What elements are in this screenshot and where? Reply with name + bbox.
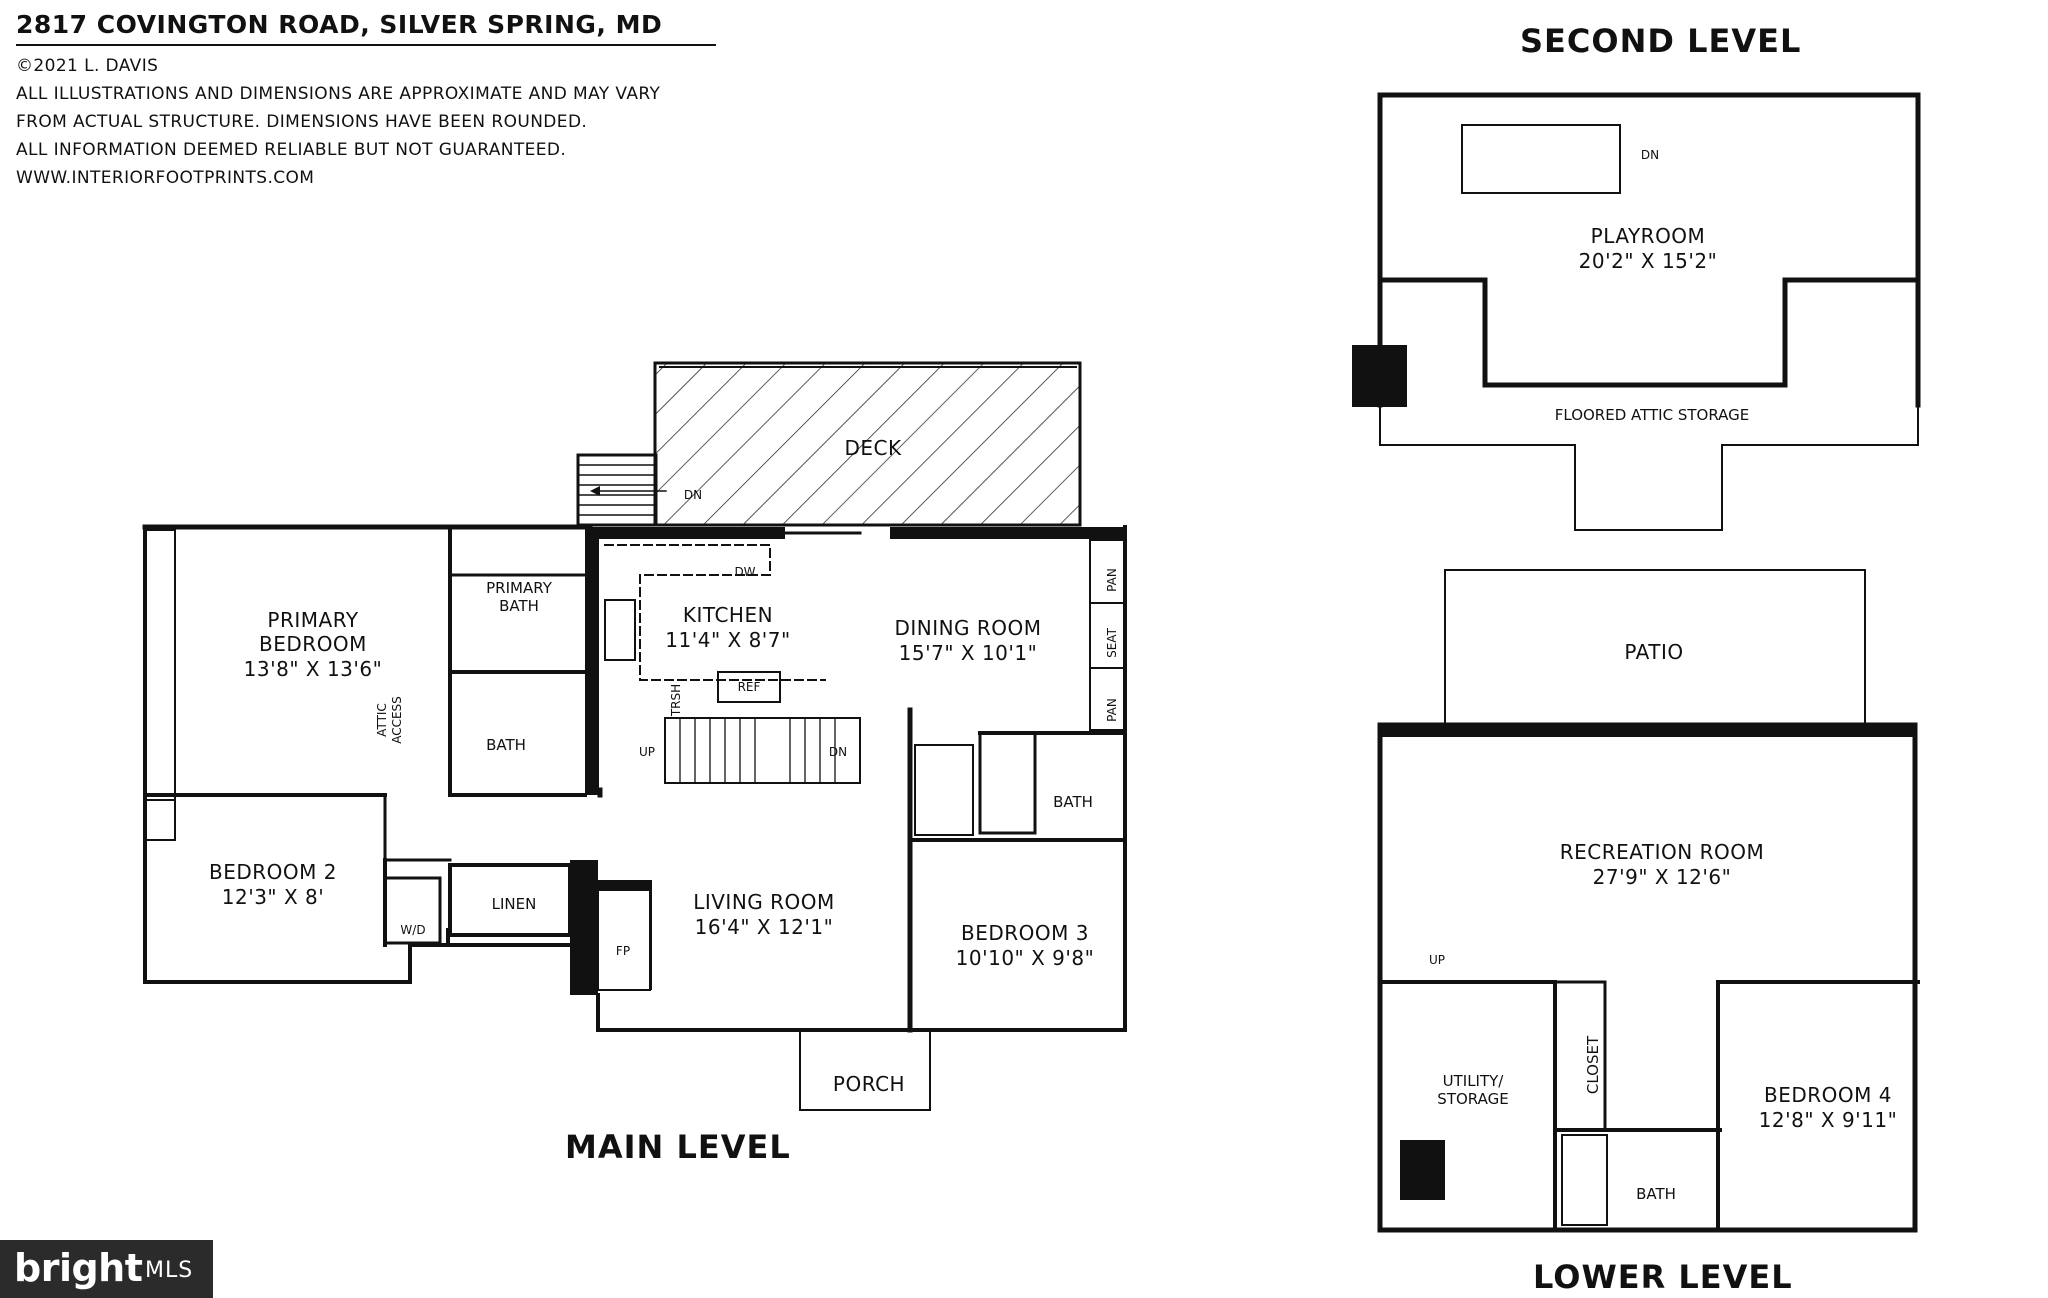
closet-label: CLOSET (1584, 1035, 1602, 1095)
kitchen-name: KITCHEN (682, 603, 774, 627)
bedroom-2-dims: 12'3" X 8' (221, 885, 325, 909)
primary-bath-label: PRIMARY BATH (486, 579, 552, 615)
deck-stairs (576, 453, 658, 527)
stairs-up-label: UP (638, 745, 656, 759)
disclaimer-line-3: ALL INFORMATION DEEMED RELIABLE BUT NOT … (16, 140, 567, 160)
utility-label: UTILITY/ STORAGE (1437, 1072, 1508, 1108)
kitchen-dims: 11'4" X 8'7" (665, 628, 791, 652)
logo-brand: bright (14, 1246, 143, 1290)
bedroom-2-name: BEDROOM 2 (209, 860, 337, 884)
second-stairs-down-label: DN (1640, 148, 1660, 162)
dining-room-name: DINING ROOM (894, 616, 1042, 640)
disclaimer-line-1: ALL ILLUSTRATIONS AND DIMENSIONS ARE APP… (16, 84, 661, 104)
bedroom-4-label: BEDROOM 4 12'8" X 9'11" (1759, 1083, 1898, 1133)
utility-name-1: UTILITY/ (1442, 1072, 1504, 1090)
lower-bath-label: BATH (1636, 1185, 1676, 1203)
pantry-label-2: PAN (1105, 698, 1119, 722)
bedroom-3-dims: 10'10" X 9'8" (955, 946, 1095, 970)
living-room-label: LIVING ROOM 16'4" X 12'1" (693, 890, 835, 940)
linen-label: LINEN (491, 895, 537, 913)
playroom-name: PLAYROOM (1590, 224, 1706, 248)
dining-room-dims: 15'7" X 10'1" (898, 641, 1038, 665)
trash-label: TRSH (669, 683, 683, 717)
dining-room-label: DINING ROOM 15'7" X 10'1" (894, 616, 1041, 666)
bath-label: BATH (486, 736, 526, 754)
primary-bath-name-2: BATH (499, 597, 539, 615)
seat-label: SEAT (1105, 628, 1119, 658)
copyright: ©2021 L. DAVIS (16, 56, 159, 76)
porch-label: PORCH (832, 1072, 906, 1096)
dishwasher-label: DW (734, 565, 756, 579)
bedroom-3-label: BEDROOM 3 10'10" X 9'8" (956, 921, 1095, 971)
recreation-room-name: RECREATION ROOM (1559, 840, 1765, 864)
primary-bedroom-name-1: PRIMARY (267, 608, 359, 632)
lower-level-title: LOWER LEVEL (1533, 1258, 1793, 1296)
bedroom-4-name: BEDROOM 4 (1764, 1083, 1892, 1107)
lower-stairs-up-label: UP (1428, 953, 1446, 967)
second-level-title: SECOND LEVEL (1520, 22, 1802, 60)
disclaimer-line-2: FROM ACTUAL STRUCTURE. DIMENSIONS HAVE B… (16, 112, 588, 132)
fireplace-label: FP (615, 944, 631, 958)
header-rule (16, 44, 716, 46)
bedroom-2-label: BEDROOM 2 12'3" X 8' (209, 860, 337, 910)
pantry-label-1: PAN (1105, 568, 1119, 592)
primary-bedroom-name-2: BEDROOM (259, 632, 367, 656)
deck-label: DECK (844, 436, 902, 460)
playroom-label: PLAYROOM 20'2" X 15'2" (1579, 224, 1718, 274)
primary-bath-name-1: PRIMARY (486, 579, 552, 597)
property-address: 2817 COVINGTON ROAD, SILVER SPRING, MD (16, 10, 663, 39)
living-room-name: LIVING ROOM (693, 890, 835, 914)
recreation-room-label: RECREATION ROOM 27'9" X 12'6" (1560, 840, 1764, 890)
patio-label: PATIO (1624, 640, 1684, 664)
utility-name-2: STORAGE (1437, 1090, 1509, 1108)
attic-access-label-1: ATTIC (375, 703, 389, 737)
wd-label: W/D (400, 923, 426, 937)
primary-bedroom-label: PRIMARY BEDROOM 13'8" X 13'6" (244, 608, 383, 682)
recreation-room-dims: 27'9" X 12'6" (1592, 865, 1732, 889)
stairs-down-label: DN (828, 745, 848, 759)
website: WWW.INTERIORFOOTPRINTS.COM (16, 168, 315, 188)
deck-stairs-label: DN (683, 488, 703, 502)
primary-bedroom-dims: 13'8" X 13'6" (243, 657, 383, 681)
deck-area (653, 361, 1082, 527)
attic-storage-label: FLOORED ATTIC STORAGE (1554, 406, 1750, 424)
bright-mls-logo: bright MLS (0, 1240, 213, 1298)
living-room-dims: 16'4" X 12'1" (694, 915, 834, 939)
bedroom-3-name: BEDROOM 3 (961, 921, 1089, 945)
bath-2-label: BATH (1053, 793, 1093, 811)
logo-suffix: MLS (145, 1258, 194, 1283)
attic-access-label-2: ACCESS (390, 696, 404, 744)
playroom-dims: 20'2" X 15'2" (1578, 249, 1718, 273)
kitchen-label: KITCHEN 11'4" X 8'7" (665, 603, 790, 653)
refrigerator-label: REF (737, 680, 761, 694)
bedroom-4-dims: 12'8" X 9'11" (1758, 1108, 1898, 1132)
main-level-title: MAIN LEVEL (565, 1128, 791, 1166)
